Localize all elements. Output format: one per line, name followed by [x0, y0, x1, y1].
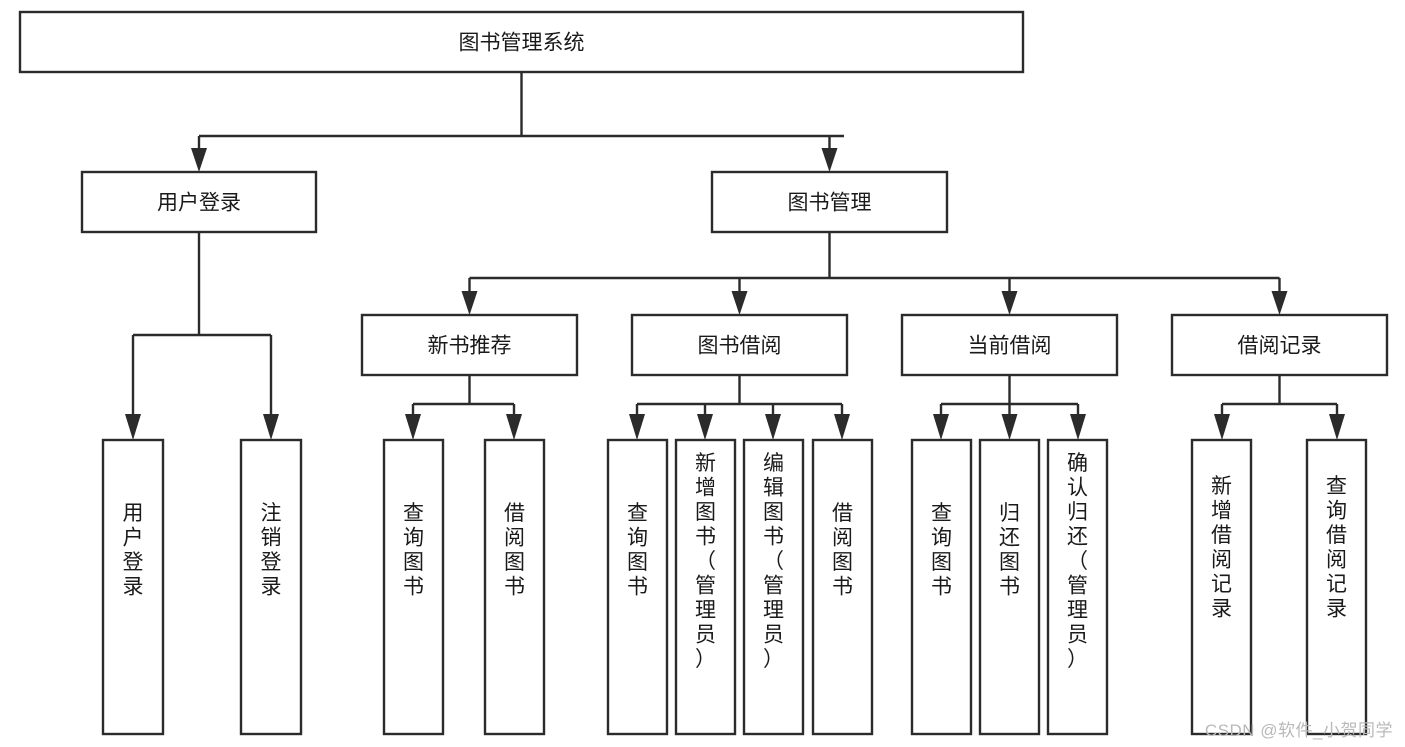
node-current-borrow-label: 当前借阅 [968, 335, 1052, 358]
node-leaf-borrow-book-1-label: 借阅图书 [504, 502, 525, 599]
node-leaf-query-book-1-label: 查询图书 [403, 502, 424, 599]
node-leaf-query-book-3[interactable]: 查询图书 [910, 438, 973, 736]
arrowhead-leaf-borrow-book-2 [834, 414, 850, 440]
node-borrow-record-label: 借阅记录 [1238, 335, 1322, 358]
node-leaf-add-book-box[interactable] [674, 438, 737, 736]
node-leaf-query-book-1-box[interactable] [382, 438, 445, 736]
node-book-borrow[interactable]: 图书借阅 [630, 313, 849, 377]
arrowhead-leaf-query-book-3 [933, 414, 949, 440]
node-leaf-query-record-label: 查询借阅记录 [1326, 475, 1347, 621]
node-leaf-user-login-label: 用户登录 [123, 502, 144, 599]
node-leaf-query-book-2[interactable]: 查询图书 [606, 438, 669, 736]
node-leaf-borrow-book-2[interactable]: 借阅图书 [811, 438, 874, 736]
node-current-borrow[interactable]: 当前借阅 [900, 313, 1119, 377]
arrowhead-book-management [821, 148, 838, 172]
arrowhead-new-book-recommend [461, 291, 478, 315]
node-book-management-box[interactable] [710, 170, 949, 234]
arrowhead-leaf-query-record [1329, 414, 1345, 440]
node-leaf-user-logout-label: 注销登录 [261, 502, 282, 599]
leaf-layer: 用户登录 注销登录 查询图书 借阅图书 查询图书 新增图书（管理员） [101, 438, 1368, 736]
arrowhead-leaf-user-login [125, 414, 141, 440]
node-leaf-add-book-label: 新增图书（管理员） [695, 452, 716, 671]
node-leaf-add-record[interactable]: 新增借阅记录 [1190, 438, 1253, 736]
node-leaf-query-book-3-box[interactable] [910, 438, 973, 736]
node-leaf-return-book[interactable]: 归还图书 [978, 438, 1041, 736]
node-leaf-user-login[interactable]: 用户登录 [101, 438, 165, 736]
node-current-borrow-box[interactable] [900, 313, 1119, 377]
connector-layer [125, 72, 1345, 440]
node-leaf-add-record-label: 新增借阅记录 [1211, 475, 1232, 621]
arrowhead-leaf-query-book-1 [405, 414, 421, 440]
node-borrow-record-box[interactable] [1170, 313, 1389, 377]
node-leaf-user-login-box[interactable] [101, 438, 165, 736]
node-leaf-query-book-2-label: 查询图书 [627, 502, 648, 599]
arrowhead-leaf-query-book-2 [629, 414, 645, 440]
arrowhead-book-borrow [731, 291, 748, 315]
node-borrow-record[interactable]: 借阅记录 [1170, 313, 1389, 377]
node-root[interactable]: 图书管理系统 [18, 10, 1025, 74]
node-leaf-user-logout-box[interactable] [239, 438, 303, 736]
node-book-management-label: 图书管理 [788, 192, 872, 215]
node-leaf-query-book-3-label: 查询图书 [931, 502, 952, 599]
node-new-book-recommend[interactable]: 新书推荐 [360, 313, 579, 377]
node-leaf-return-book-box[interactable] [978, 438, 1041, 736]
node-leaf-borrow-book-2-label: 借阅图书 [832, 502, 853, 599]
node-leaf-borrow-book-1[interactable]: 借阅图书 [483, 438, 546, 736]
arrowhead-leaf-return-book [1001, 414, 1018, 440]
node-leaf-query-record-box[interactable] [1305, 438, 1368, 736]
node-leaf-return-book-label: 归还图书 [999, 502, 1020, 599]
node-leaf-query-book-2-box[interactable] [606, 438, 669, 736]
arrowhead-leaf-add-book [697, 414, 713, 440]
node-root-label: 图书管理系统 [459, 32, 585, 55]
node-leaf-borrow-book-2-box[interactable] [811, 438, 874, 736]
node-leaf-add-book[interactable]: 新增图书（管理员） [674, 438, 737, 736]
node-leaf-confirm-return-label: 确认归还（管理员） [1067, 452, 1088, 671]
node-leaf-edit-book-box[interactable] [742, 438, 805, 736]
node-leaf-user-logout[interactable]: 注销登录 [239, 438, 303, 736]
arrowhead-leaf-edit-book [765, 414, 781, 440]
node-leaf-borrow-book-1-box[interactable] [483, 438, 546, 736]
node-new-book-recommend-label: 新书推荐 [428, 335, 512, 358]
node-book-borrow-box[interactable] [630, 313, 849, 377]
arrowhead-user-login [191, 148, 207, 172]
node-leaf-confirm-return-box[interactable] [1046, 438, 1109, 736]
node-new-book-recommend-box[interactable] [360, 313, 579, 377]
node-user-login-box[interactable] [80, 170, 318, 234]
node-root-box[interactable] [18, 10, 1025, 74]
node-book-management[interactable]: 图书管理 [710, 170, 949, 234]
arrowhead-leaf-user-logout [263, 414, 279, 440]
node-leaf-edit-book-label: 编辑图书（管理员） [763, 452, 784, 671]
node-user-login-label: 用户登录 [157, 192, 241, 215]
node-leaf-confirm-return[interactable]: 确认归还（管理员） [1046, 438, 1109, 736]
arrowhead-current-borrow [1001, 291, 1018, 315]
node-user-login[interactable]: 用户登录 [80, 170, 318, 234]
csdn-watermark: CSDN @软件_小贺同学 [1204, 721, 1393, 740]
node-leaf-query-book-1[interactable]: 查询图书 [382, 438, 445, 736]
node-leaf-edit-book[interactable]: 编辑图书（管理员） [742, 438, 805, 736]
arrowhead-leaf-borrow-book-1 [506, 414, 522, 440]
node-leaf-add-record-box[interactable] [1190, 438, 1253, 736]
arrowhead-borrow-record [1271, 291, 1288, 315]
arrowhead-leaf-add-record [1214, 414, 1230, 440]
node-leaf-query-record[interactable]: 查询借阅记录 [1305, 438, 1368, 736]
node-book-borrow-label: 图书借阅 [698, 335, 782, 358]
arrowhead-leaf-confirm-return [1070, 414, 1086, 440]
